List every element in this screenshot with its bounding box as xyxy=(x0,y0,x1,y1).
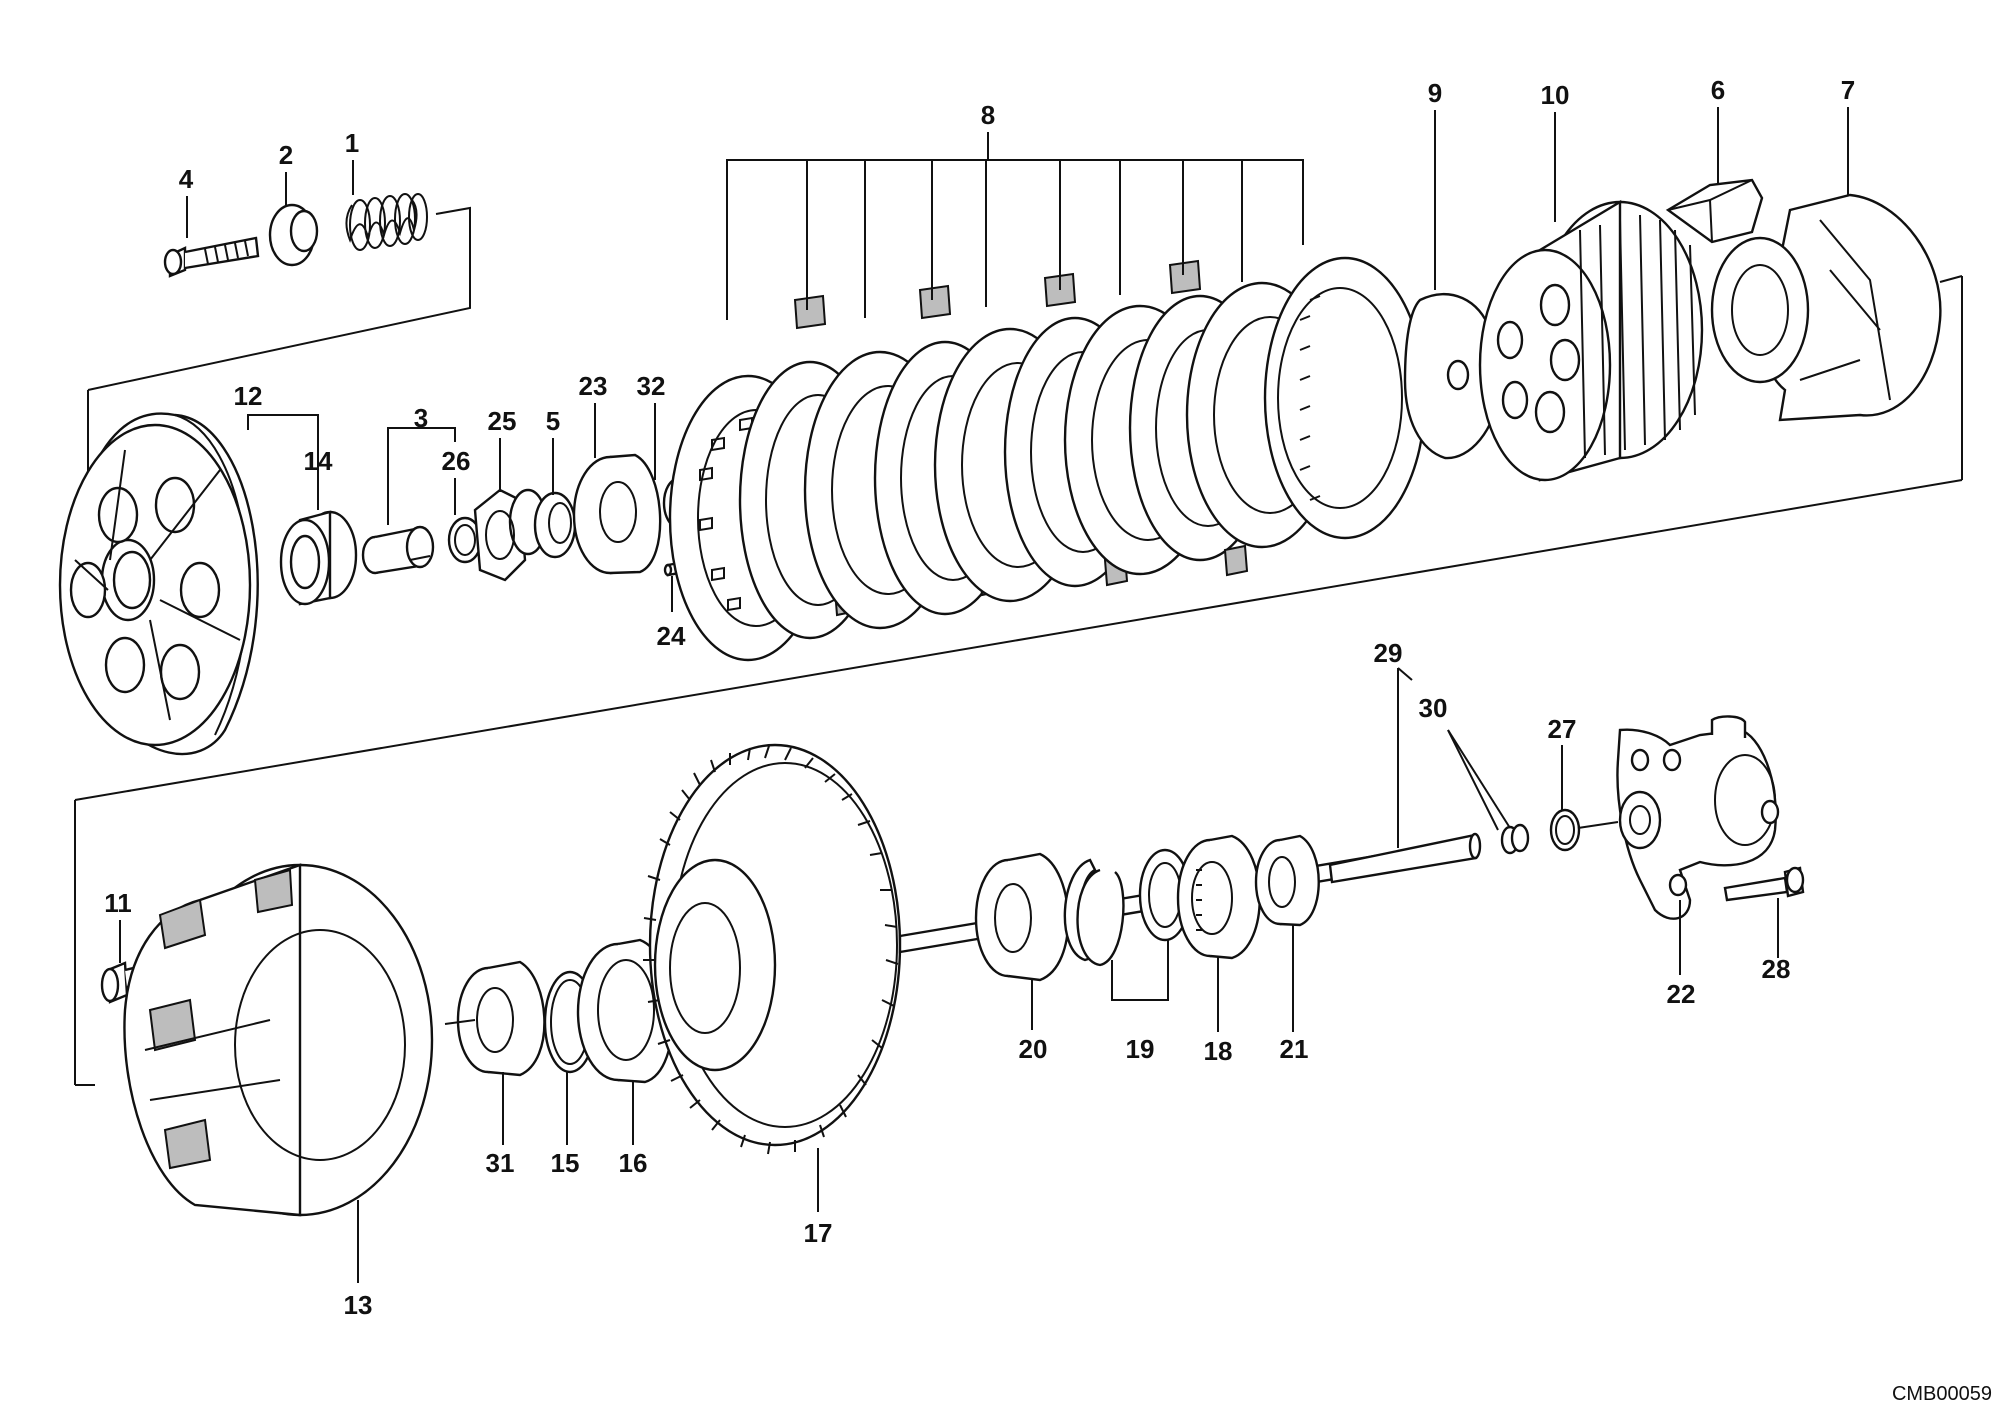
part-9-plate xyxy=(1403,292,1502,460)
callout-10: 10 xyxy=(1541,80,1570,110)
part-4-bolt xyxy=(163,236,260,278)
callout-26: 26 xyxy=(442,446,471,476)
part-17-gear xyxy=(643,743,902,1155)
part-7-housing xyxy=(1710,193,1942,422)
clutch-plate-10 xyxy=(1263,256,1427,540)
callout-6: 6 xyxy=(1711,75,1725,105)
callout-31: 31 xyxy=(486,1148,515,1178)
callout-27: 27 xyxy=(1548,714,1577,744)
upper-group-frame xyxy=(74,206,1963,1086)
part-14-bearing xyxy=(279,510,358,606)
part-31-bushing xyxy=(456,960,546,1077)
callout-14: 14 xyxy=(304,446,333,476)
callout-23: 23 xyxy=(579,371,608,401)
callout-9: 9 xyxy=(1428,78,1442,108)
part-27-o-ring xyxy=(1549,808,1581,852)
part-6-block xyxy=(1665,178,1764,244)
part-22-slave-cylinder xyxy=(1577,715,1780,920)
leader-lines xyxy=(119,107,1849,1283)
callout-32: 32 xyxy=(637,371,666,401)
part-30-washers xyxy=(1500,823,1530,855)
callout-24: 24 xyxy=(657,621,686,651)
callout-16: 16 xyxy=(619,1148,648,1178)
callout-18: 18 xyxy=(1204,1036,1233,1066)
callout-3: 3 xyxy=(414,403,428,433)
callout-21: 21 xyxy=(1280,1034,1309,1064)
callout-5: 5 xyxy=(546,406,560,436)
part-8-clutch-plate-stack xyxy=(668,256,1427,662)
callout-12: 12 xyxy=(234,381,263,411)
part-10-inner-hub xyxy=(1478,199,1704,482)
part-1-spring xyxy=(345,193,428,251)
part-5-washer xyxy=(533,491,577,559)
axis-lines xyxy=(409,555,476,1025)
callout-17: 17 xyxy=(804,1218,833,1248)
part-26-o-ring xyxy=(447,516,483,564)
part-21-bearing xyxy=(1254,834,1320,927)
callout-20: 20 xyxy=(1019,1034,1048,1064)
callout-labels: 1 2 3 4 5 6 7 8 9 10 11 12 13 14 15 16 1… xyxy=(104,75,1855,1320)
part-23-cup xyxy=(572,453,662,575)
callout-13: 13 xyxy=(344,1290,373,1320)
part-2-cup-washer xyxy=(268,203,319,267)
drawing-code: CMB00059 xyxy=(1892,1383,1992,1405)
callout-11: 11 xyxy=(104,888,132,918)
part-20-bearing xyxy=(974,852,1070,982)
callout-4: 4 xyxy=(179,164,194,194)
callout-25: 25 xyxy=(488,406,517,436)
callout-8: 8 xyxy=(981,100,995,130)
callout-15: 15 xyxy=(551,1148,580,1178)
callout-7: 7 xyxy=(1841,75,1855,105)
callout-2: 2 xyxy=(279,140,293,170)
part-18-needle-bearing xyxy=(1176,834,1261,960)
part-3-pushrod-tip xyxy=(361,525,435,575)
part-13-clutch-basket xyxy=(123,863,434,1217)
part-28-bolt xyxy=(1723,866,1805,902)
callout-29: 29 xyxy=(1374,638,1403,668)
callout-28: 28 xyxy=(1762,954,1791,984)
callout-30: 30 xyxy=(1419,693,1448,723)
callout-1: 1 xyxy=(345,128,359,158)
callout-19: 19 xyxy=(1126,1034,1155,1064)
callout-22: 22 xyxy=(1667,979,1696,1009)
part-12-pressure-plate xyxy=(58,412,259,756)
